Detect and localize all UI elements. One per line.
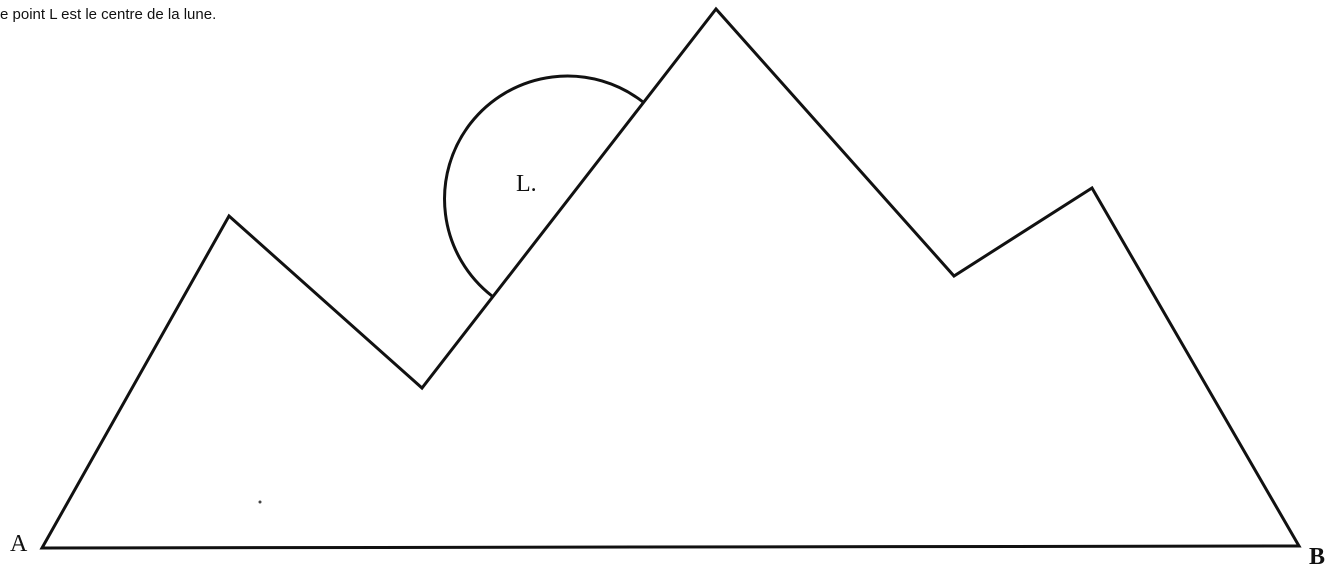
speck-dot: [258, 500, 262, 504]
figure-caption: e point L est le centre de la lune.: [0, 6, 217, 23]
moon-center-label: L.: [516, 171, 537, 197]
mountain-outline: [39, 6, 1302, 550]
moon-arc: [443, 74, 644, 298]
point-a-label: A: [10, 531, 28, 557]
point-b-label: B: [1309, 544, 1325, 570]
